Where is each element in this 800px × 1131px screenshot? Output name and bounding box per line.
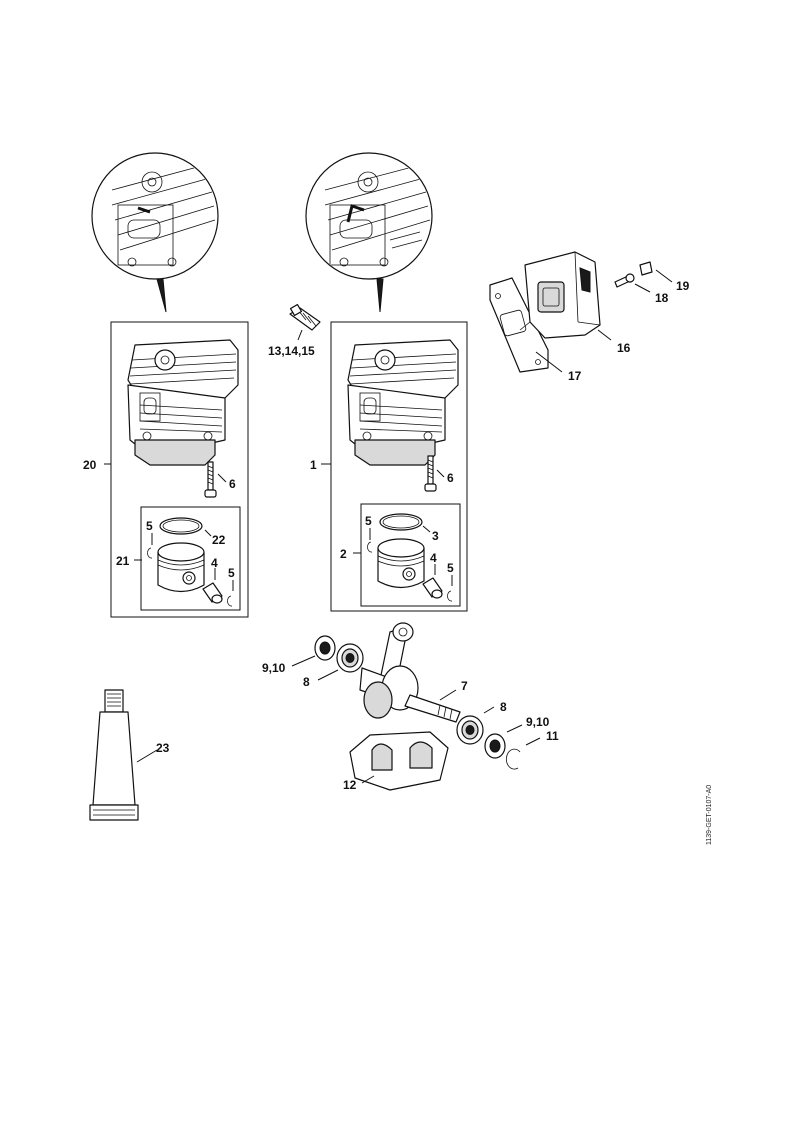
frame-piston-2 — [360, 503, 461, 607]
leader-lines-crank — [291, 655, 541, 784]
label-8-right: 8 — [500, 700, 507, 714]
callout-labels: 20 6 5 22 21 4 5 1 6 5 3 2 4 5 13,14,15 … — [83, 279, 690, 792]
label-18: 18 — [655, 291, 669, 305]
label-9-10-left: 9,10 — [262, 661, 286, 675]
grease-tube-23 — [89, 689, 158, 821]
screw-6-right — [424, 455, 437, 492]
circlip-11 — [505, 748, 521, 770]
ball-bearing-8-left — [336, 643, 364, 673]
oil-seal-9-10-right — [484, 733, 506, 759]
label-13-14-15: 13,14,15 — [268, 344, 315, 358]
label-11: 11 — [546, 729, 559, 743]
ball-bearing-8-right — [456, 715, 484, 745]
muffler-16 — [519, 251, 601, 339]
label-2: 2 — [340, 547, 347, 561]
label-5-c: 5 — [365, 514, 372, 528]
drawing-code: 1139-GET-0107-A0 — [706, 785, 713, 845]
spacer-19 — [639, 261, 653, 276]
leader-lines-muffler — [535, 269, 673, 373]
muffler-gasket-17 — [489, 277, 549, 373]
detail-magnifier-right — [305, 152, 433, 313]
leader-lines-center — [321, 463, 453, 586]
screw-6-left — [204, 461, 217, 498]
circlip-5-right — [367, 541, 453, 602]
label-21: 21 — [116, 554, 130, 568]
label-17: 17 — [568, 369, 582, 383]
decompression-valve-13-14-15 — [289, 303, 321, 341]
detail-magnifier-left — [91, 152, 219, 313]
piston-2 — [377, 538, 425, 589]
cylinder-with-piston-20 — [127, 339, 239, 466]
label-12: 12 — [343, 778, 357, 792]
oil-seal-9-10-left — [314, 635, 336, 661]
label-22: 22 — [212, 533, 226, 547]
label-6-right: 6 — [447, 471, 454, 485]
crankcase-half-12 — [349, 731, 449, 791]
label-1: 1 — [310, 458, 317, 472]
cylinder-1 — [347, 339, 459, 466]
label-5-b: 5 — [228, 566, 235, 580]
label-8-left: 8 — [303, 675, 310, 689]
piston-pin-4-left — [202, 582, 223, 604]
piston-ring-22 — [159, 517, 203, 535]
label-16: 16 — [617, 341, 631, 355]
label-23: 23 — [156, 741, 170, 755]
screw-18 — [614, 273, 635, 288]
piston-21 — [157, 542, 205, 593]
frame-assembly-20 — [110, 321, 249, 618]
circlip-5-left — [147, 547, 233, 607]
label-4-left: 4 — [211, 556, 218, 570]
label-5-d: 5 — [447, 561, 454, 575]
label-7: 7 — [461, 679, 468, 693]
label-20: 20 — [83, 458, 97, 472]
label-4-right: 4 — [430, 551, 437, 565]
frame-piston-21 — [140, 506, 241, 611]
frame-assembly-1 — [330, 321, 468, 612]
label-3: 3 — [432, 529, 439, 543]
crankshaft-7 — [359, 622, 461, 723]
label-5-a: 5 — [146, 519, 153, 533]
piston-ring-3 — [379, 513, 423, 531]
label-9-10-right: 9,10 — [526, 715, 550, 729]
label-19: 19 — [676, 279, 690, 293]
leader-lines-left — [104, 463, 234, 591]
label-6-left: 6 — [229, 477, 236, 491]
piston-pin-4-right — [422, 577, 443, 599]
